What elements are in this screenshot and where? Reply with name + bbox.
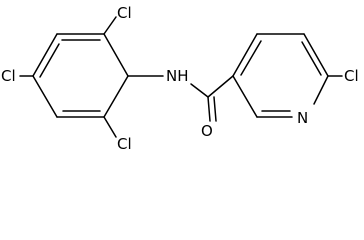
double-bond-inner (301, 41, 322, 76)
double-bond-inner (240, 40, 262, 76)
bond-nh-to-carbonyl (190, 83, 209, 98)
bond (32, 33, 58, 77)
trichlorophenyl-ring (32, 33, 129, 118)
chloropyridine-ring (232, 33, 329, 118)
molecule-structure-diagram: Cl Cl Cl NH O N Cl (1, 4, 359, 153)
carbonyl-double-bond (213, 96, 217, 122)
atom-cl-top: Cl (117, 4, 132, 22)
bond (103, 75, 129, 118)
bond-to-cl-bottom (103, 116, 117, 138)
bond (303, 33, 329, 77)
bond (313, 75, 329, 105)
atom-n-ring: N (297, 109, 308, 127)
atom-nh: NH (166, 67, 189, 85)
bond-to-cl-top (103, 16, 117, 35)
atom-cl-right: Cl (344, 67, 359, 85)
double-bond-inner (39, 43, 60, 78)
bond (32, 75, 58, 118)
bond-carbonyl-to-ring (207, 75, 234, 98)
atom-o: O (201, 122, 213, 140)
bond (232, 75, 258, 118)
bond (103, 33, 129, 77)
bond (232, 33, 258, 77)
carbonyl-double-bond (207, 96, 211, 122)
atom-cl-left: Cl (1, 67, 16, 85)
atom-cl-bottom: Cl (117, 135, 132, 153)
